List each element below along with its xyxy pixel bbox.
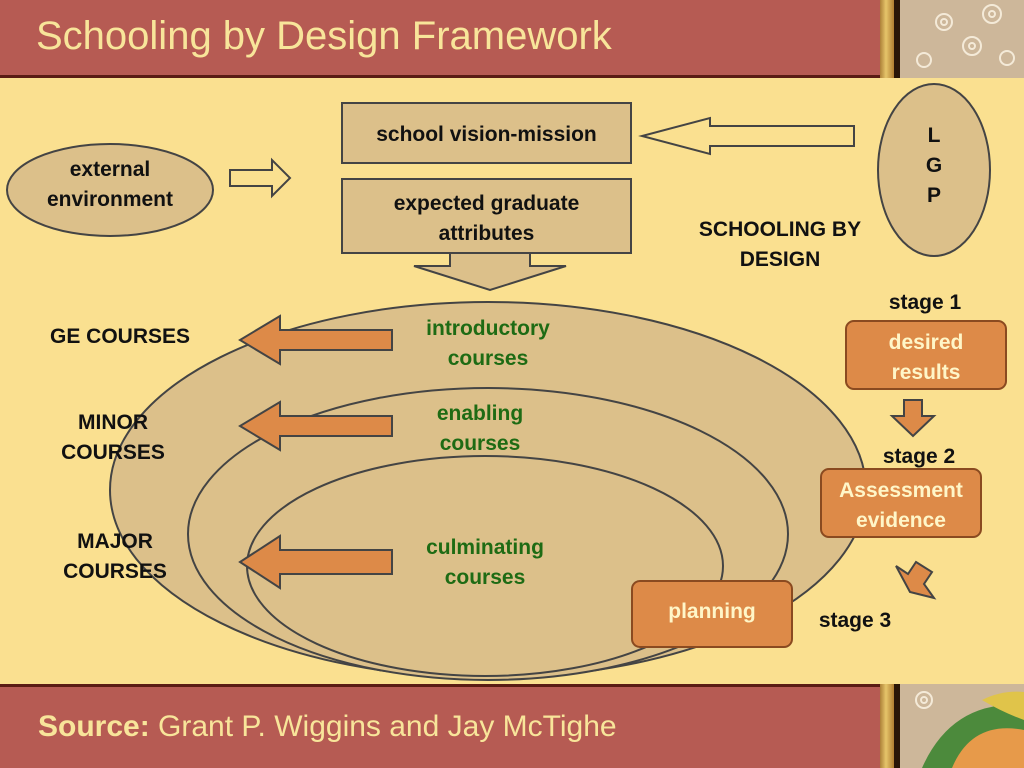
planning-box: planning xyxy=(631,580,793,648)
stage-1-label: stage 1 xyxy=(888,291,962,314)
ge-courses-label: GE COURSES xyxy=(49,325,191,348)
arrow-left-icon xyxy=(238,314,393,366)
stage-3-label: stage 3 xyxy=(818,609,892,632)
external-environment-ellipse xyxy=(6,143,214,237)
footer-bar xyxy=(0,684,880,768)
title-bar xyxy=(0,0,880,78)
source-label: Source: xyxy=(38,710,150,743)
flower-icon xyxy=(916,4,1015,68)
arrow-left-icon xyxy=(638,116,855,156)
assessment-evidence-box: Assessment evidence xyxy=(820,468,982,538)
diagram-shapes xyxy=(6,83,991,681)
vision-mission-label: school vision-mission xyxy=(376,123,597,146)
arrow-down-icon xyxy=(895,560,937,600)
slide-title: Schooling by Design Framework xyxy=(36,14,612,58)
arrow-down-icon xyxy=(889,399,937,438)
arrow-down-icon xyxy=(413,252,567,292)
lgp-ellipse xyxy=(877,83,991,257)
arrow-left-icon xyxy=(238,534,393,590)
desired-results-box: desired results xyxy=(845,320,1007,390)
graduate-attributes-box: expected graduate attributes xyxy=(341,178,632,254)
arrow-right-icon xyxy=(229,157,292,199)
source-citation: Source: Grant P. Wiggins and Jay McTighe xyxy=(38,710,617,744)
vision-mission-box: school vision-mission xyxy=(341,102,632,164)
source-authors: Grant P. Wiggins and Jay McTighe xyxy=(149,710,617,743)
stage-2-label: stage 2 xyxy=(882,445,956,468)
arrow-left-icon xyxy=(238,400,393,452)
